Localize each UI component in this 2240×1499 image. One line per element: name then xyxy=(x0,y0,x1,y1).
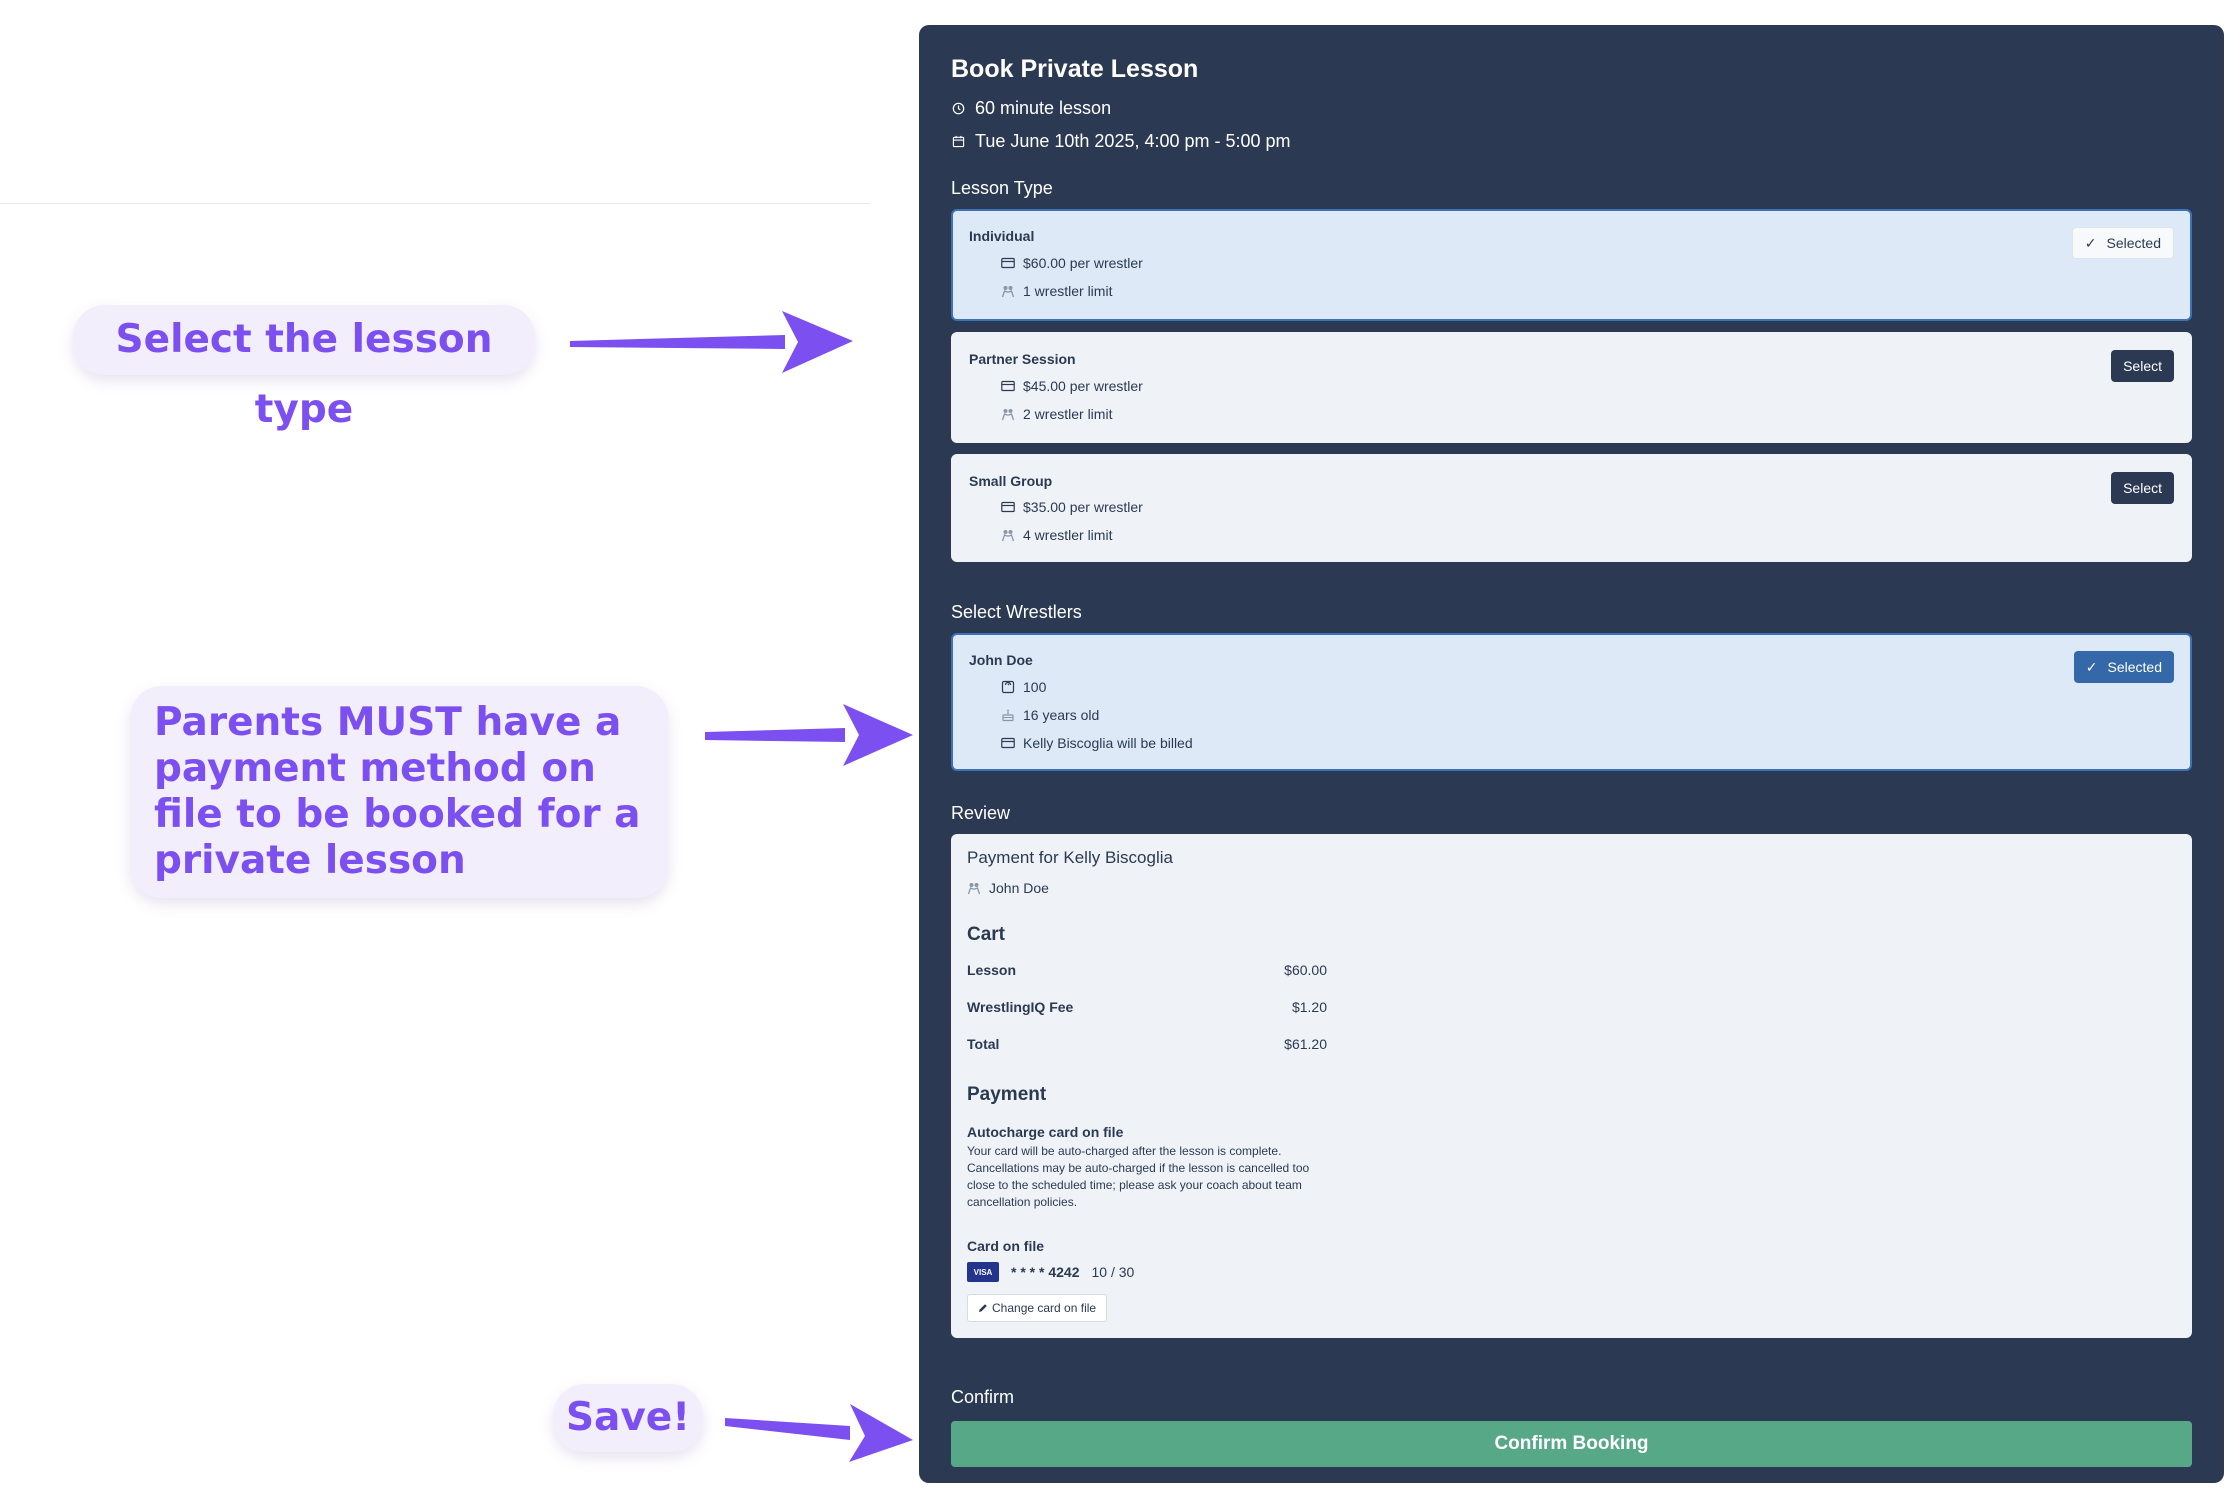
review-wrestler-row: John Doe xyxy=(967,880,1049,896)
check-icon: ✓ xyxy=(2085,658,2098,675)
clock-icon xyxy=(951,102,965,116)
wrestler-billing: Kelly Biscoglia will be billed xyxy=(1023,735,1193,751)
change-card-label: Change card on file xyxy=(992,1301,1097,1315)
payment-title: Payment xyxy=(967,1084,1047,1105)
lesson-option-limit-row: 1 wrestler limit xyxy=(1001,283,1112,299)
autocharge-title: Autocharge card on file xyxy=(967,1124,1124,1140)
wrestler-weight: 100 xyxy=(1023,679,1047,695)
annotation-arrow-payment xyxy=(705,704,913,766)
lesson-option-name: Partner Session xyxy=(969,351,1076,367)
autocharge-text: Your card will be auto-charged after the… xyxy=(967,1144,1310,1209)
cart-amount: $60.00 xyxy=(1284,962,1327,978)
change-card-button[interactable]: Change card on file xyxy=(967,1294,1108,1322)
check-icon: ✓ xyxy=(2084,234,2097,251)
card-on-file-row: VISA * * * * 4242 10 / 30 xyxy=(967,1262,1134,1282)
credit-card-icon xyxy=(1001,500,1015,514)
annotation-arrow-lesson-type xyxy=(570,311,853,373)
wrestler-option-john-doe[interactable]: John Doe 100 16 years old Kelly Biscogli… xyxy=(951,633,2192,771)
calendar-icon xyxy=(951,135,965,149)
card-on-file-title: Card on file xyxy=(967,1238,1045,1254)
cart-row: Lesson $60.00 xyxy=(967,962,1327,978)
wrestler-icon xyxy=(1001,284,1015,298)
confirm-booking-button[interactable]: Confirm Booking xyxy=(951,1421,2192,1467)
credit-card-icon xyxy=(1001,736,1015,750)
wrestler-billing-row: Kelly Biscoglia will be billed xyxy=(1001,735,1193,751)
lesson-option-price-row: $60.00 per wrestler xyxy=(1001,255,1143,271)
cart-row: WrestlingIQ Fee $1.20 xyxy=(967,999,1327,1015)
lesson-option-name: Small Group xyxy=(969,473,1053,489)
select-button[interactable]: Select xyxy=(2111,472,2174,504)
wrestler-icon xyxy=(1001,407,1015,421)
datetime-row: Tue June 10th 2025, 4:00 pm - 5:00 pm xyxy=(951,131,2192,152)
visa-icon: VISA xyxy=(967,1262,999,1282)
annotation-arrow-save xyxy=(725,1404,913,1462)
select-button[interactable]: Select xyxy=(2111,350,2174,382)
annotation-save: Save! xyxy=(553,1384,703,1452)
wrestler-age-row: 16 years old xyxy=(1001,707,1099,723)
page-divider xyxy=(0,203,870,204)
lesson-option-price: $35.00 per wrestler xyxy=(1023,499,1143,515)
booking-panel: Book Private Lesson 60 minute lesson Tue… xyxy=(919,25,2224,1483)
lesson-option-name: Individual xyxy=(969,228,1035,244)
annotation-lesson-type: Select the lesson type xyxy=(73,305,535,432)
lesson-type-label: Lesson Type xyxy=(951,178,1053,198)
lesson-option-limit-row: 4 wrestler limit xyxy=(1001,527,1112,543)
card-expiry: 10 / 30 xyxy=(1091,1264,1135,1280)
cart-amount: $1.20 xyxy=(1291,999,1327,1015)
lesson-option-individual[interactable]: Individual $60.00 per wrestler 1 wrestle… xyxy=(951,209,2192,321)
payment-for: Payment for Kelly Biscoglia xyxy=(967,848,1173,867)
lesson-option-price: $45.00 per wrestler xyxy=(1023,378,1143,394)
lesson-option-price-row: $45.00 per wrestler xyxy=(1001,378,1143,394)
review-wrestler-name: John Doe xyxy=(989,880,1049,896)
lesson-option-small-group[interactable]: Small Group $35.00 per wrestler 4 wrestl… xyxy=(951,454,2192,562)
lesson-option-price: $60.00 per wrestler xyxy=(1023,255,1143,271)
wrestler-name: John Doe xyxy=(969,652,1033,668)
scale-icon xyxy=(1001,680,1015,694)
cart-item: Lesson xyxy=(967,962,1017,978)
lesson-option-limit: 1 wrestler limit xyxy=(1023,283,1113,299)
card-masked-number: * * * * 4242 xyxy=(1011,1264,1080,1280)
selected-button[interactable]: ✓ Selected xyxy=(2071,227,2174,259)
select-wrestlers-label: Select Wrestlers xyxy=(951,602,1082,622)
duration-row: 60 minute lesson xyxy=(951,98,2192,119)
cart-item: Total xyxy=(967,1036,1000,1052)
confirm-label: Confirm xyxy=(951,1387,1015,1407)
selected-button-label: Selected xyxy=(2106,235,2161,251)
credit-card-icon xyxy=(1001,256,1015,270)
lesson-option-partner-session[interactable]: Partner Session $45.00 per wrestler 2 wr… xyxy=(951,332,2192,443)
cart-amount: $61.20 xyxy=(1284,1036,1327,1052)
wrestler-weight-row: 100 xyxy=(1001,679,1046,695)
cart-title: Cart xyxy=(967,924,1006,945)
lesson-duration: 60 minute lesson xyxy=(975,98,1112,118)
lesson-option-limit: 2 wrestler limit xyxy=(1023,406,1113,422)
review-label: Review xyxy=(951,803,1011,823)
lesson-option-limit-row: 2 wrestler limit xyxy=(1001,406,1112,422)
lesson-option-limit: 4 wrestler limit xyxy=(1023,527,1113,543)
review-card: Payment for Kelly Biscoglia John Doe Car… xyxy=(951,834,2192,1338)
wrestler-selected-button[interactable]: ✓ Selected xyxy=(2073,651,2174,683)
lesson-datetime: Tue June 10th 2025, 4:00 pm - 5:00 pm xyxy=(975,131,1291,151)
cake-icon xyxy=(1001,708,1015,722)
lesson-option-price-row: $35.00 per wrestler xyxy=(1001,499,1143,515)
select-button-label: Select xyxy=(2123,480,2162,496)
wrestler-selected-button-label: Selected xyxy=(2107,659,2162,675)
cart-row: Total $61.20 xyxy=(967,1036,1327,1052)
pencil-icon xyxy=(978,1303,988,1313)
annotation-payment-note: Parents MUST have a payment method on fi… xyxy=(130,686,668,898)
cart-item: WrestlingIQ Fee xyxy=(967,999,1074,1015)
panel-title: Book Private Lesson xyxy=(951,55,1199,83)
wrestler-age: 16 years old xyxy=(1023,707,1100,723)
wrestler-icon xyxy=(967,881,981,895)
select-button-label: Select xyxy=(2123,358,2162,374)
credit-card-icon xyxy=(1001,379,1015,393)
wrestler-icon xyxy=(1001,528,1015,542)
